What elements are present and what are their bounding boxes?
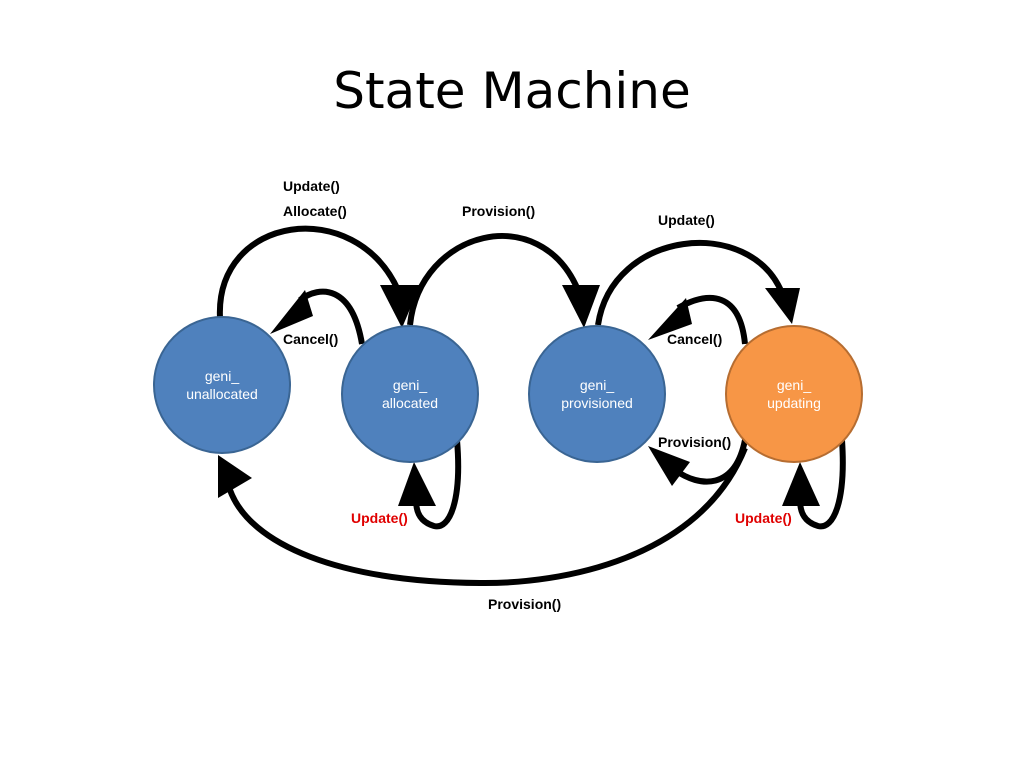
state-label-line2: provisioned [561,395,633,411]
transition-label-update: Update() [658,212,715,228]
arrow-allocated-to-provisioned [407,233,581,326]
arrowhead-provisioned-cancel [648,298,692,340]
state-label-line1: geni_ [776,377,812,393]
arrowhead-updating [765,288,800,324]
arrowhead-provisioned [562,285,600,328]
transition-label-update: Update() [283,178,340,194]
arrow-updating-self-loop [797,439,846,530]
arrow-updating-to-unallocated [227,446,748,587]
transition-label-provision: Provision() [488,596,562,612]
state-geni-allocated: geni_ allocated [341,325,479,463]
state-label-line1: geni_ [392,377,428,393]
state-geni-updating: geni_ updating [725,325,863,463]
arrowhead-unallocated-cancel [270,290,313,334]
arrowhead-updating-self [782,462,820,506]
transition-label-cancel: Cancel() [667,331,723,347]
arrow-provisioned-to-updating [595,239,785,326]
arrowhead-provisioned-provision [648,446,690,486]
transition-label-cancel: Cancel() [283,331,339,347]
state-label-line2: allocated [381,395,439,411]
arrow-allocated-self-loop [413,439,462,530]
arrowhead-unallocated [218,455,252,498]
state-geni-provisioned: geni_ provisioned [528,325,666,463]
arrowhead-allocated [380,285,420,328]
state-label-line1: geni_ [204,368,240,384]
slide-title: State Machine [333,62,691,120]
transition-label-update-self: Update() [351,510,408,526]
arrowhead-allocated-self [398,462,436,506]
transition-label-provision: Provision() [658,434,732,450]
state-label-line2: unallocated [186,386,258,402]
transition-label-provision: Provision() [462,203,536,219]
arrow-updating-to-provisioned-cancel [676,294,748,345]
transition-label-allocate: Allocate() [283,203,347,219]
state-label-line1: geni_ [579,377,615,393]
state-geni-unallocated: geni_ unallocated [153,316,291,454]
state-label-line2: updating [767,395,821,411]
transition-label-update-self: Update() [735,510,792,526]
arrow-unallocated-to-allocated [216,225,401,319]
